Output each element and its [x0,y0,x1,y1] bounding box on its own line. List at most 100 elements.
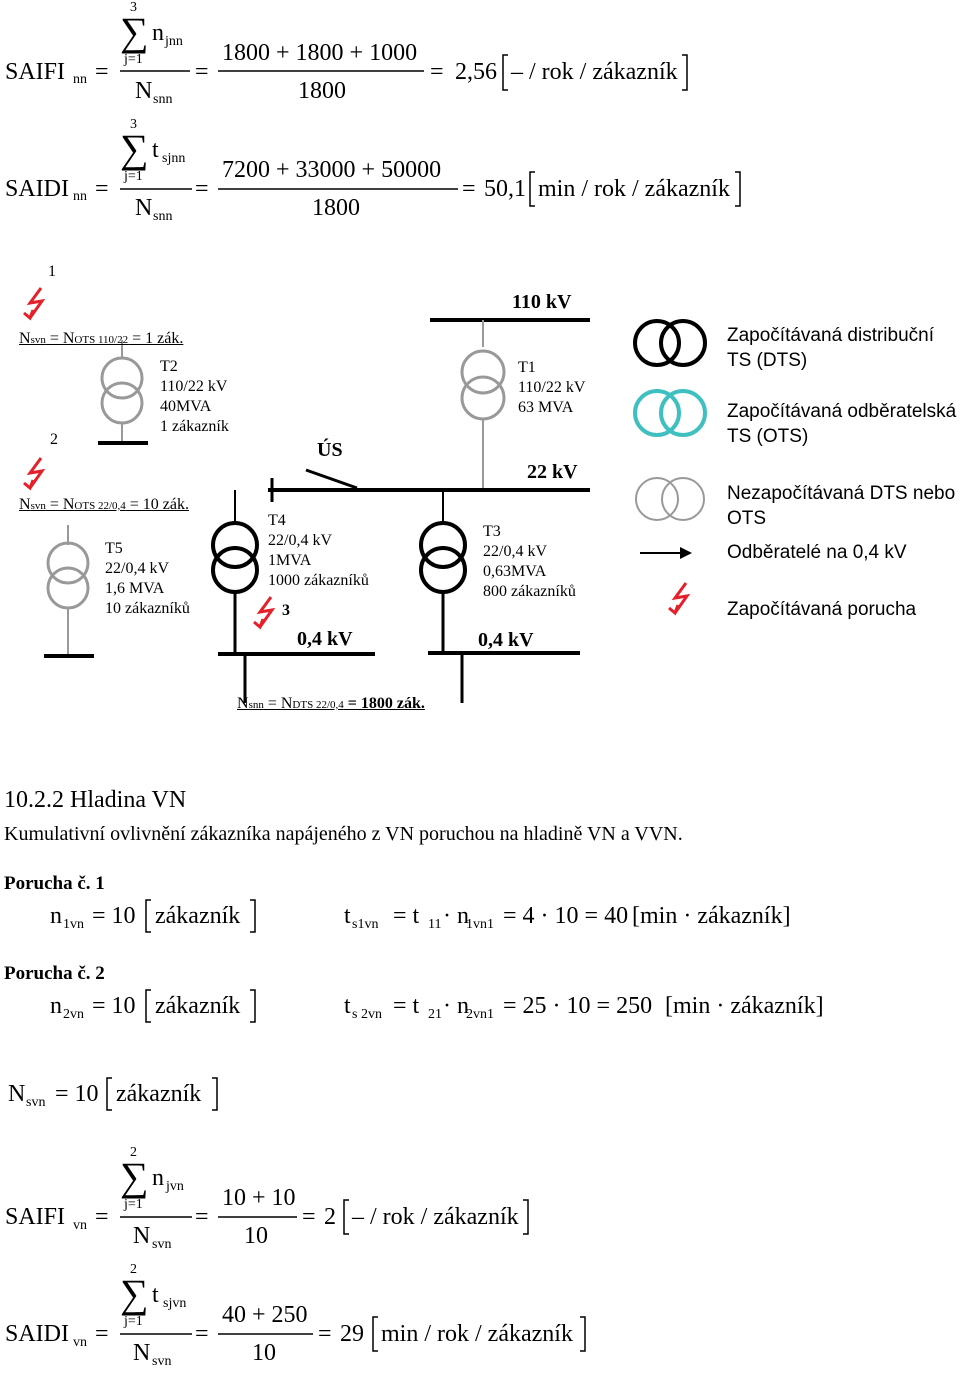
section-heading: 10.2.2 Hladina VN [4,787,187,813]
sum-bot: j=1 [124,52,143,67]
lhs-sub: nn [73,189,87,204]
legend-arrow [640,547,692,559]
num-var: t [152,137,159,163]
legend-dts-line2: TS (DTS) [727,350,808,371]
legend-ots-symbol [633,389,707,437]
nsnn-post: = 1800 zák. [343,695,425,712]
legend-nez-symbol [635,477,705,521]
nsvn2-sub: svn [30,500,46,512]
fault-number-3: 3 [282,602,290,619]
t5-customers: 10 zákazníků [105,600,190,617]
p1-n-val: = 10 [92,903,136,929]
label-t5: T5 22/0,4 kV 1,6 MVA 10 zákazníků [105,539,190,619]
equals: = [462,176,476,202]
legend-nez-line1: Nezapočítávaná DTS nebo [727,483,956,504]
switch-label-us: ÚS [317,439,343,461]
t4-customers: 1000 zákazníků [268,572,369,589]
frac-num: 7200 + 33000 + 50000 [222,157,442,183]
equals: = [195,1204,209,1230]
num-sub: jvn [166,1179,184,1194]
t1-voltage: 110/22 kV [518,379,586,396]
p1-t-calc: = 4 · 10 = 40 [503,903,629,929]
p1-t-sub11: 11 [428,917,442,932]
sigma-icon: ∑ [120,1154,149,1199]
unit: min / rok / zákazník [381,1321,573,1347]
t4-name: T4 [268,512,286,529]
fault-number-2: 2 [50,431,58,448]
legend-nez-line2: OTS [727,508,767,529]
label-t3: T3 22/0,4 kV 0,63MVA 800 zákazníků [483,522,576,602]
p2-t-unit: [min · zákazník] [665,993,824,1019]
p1-t-mid: · n [443,903,469,929]
lhs: SAIFI [5,1204,66,1230]
lhs: SAIDI [5,176,69,202]
legend-ots-line2: TS (OTS) [727,426,809,447]
den-sub: svn [152,1354,172,1369]
lhs-sub: vn [73,1218,87,1233]
den-sub: snn [153,92,173,107]
p2-t-sub2: 2vn1 [466,1007,494,1022]
transformer-t5 [46,541,90,585]
switch-us [305,468,358,490]
sigma-icon: ∑ [120,9,149,54]
sum-bot: j=1 [124,169,143,184]
legend-dts-symbol [633,319,707,367]
num-sub: jnn [165,34,183,49]
equals: = [95,1321,109,1347]
equals: = [318,1321,332,1347]
lhs: SAIFI [5,59,66,85]
p1-n-sub: 1vn [63,917,84,932]
sum-top: 3 [130,117,137,132]
equals: = [95,176,109,202]
num-sub: sjnn [162,151,186,166]
den-var: N [133,1340,151,1366]
frac-num: 40 + 250 [222,1302,308,1328]
lhs: SAIDI [5,1321,69,1347]
equals: = [430,59,444,85]
nsvn2-post: = 10 zák. [125,496,189,513]
label-t2: T2 110/22 kV 40MVA 1 zákazník [160,357,229,437]
p2-t-mid: · n [443,993,469,1019]
bus-label-110kv: 110 kV [512,291,572,313]
nsvn2-eq: = N [45,496,75,513]
sum-top: 2 [130,1262,137,1277]
p2-n-val: = 10 [92,993,136,1019]
bus-label-04kv-right: 0,4 kV [478,629,534,651]
p2-t-sub21: 21 [428,1007,442,1022]
result: 2,56 [455,59,497,85]
num-var: n [152,20,164,46]
t5-voltage: 22/0,4 kV [105,560,169,577]
den-var: N [135,195,153,221]
transformer-t4 [211,521,259,569]
p1-t-sub2: 1vn1 [466,917,494,932]
result: 50,1 [484,176,526,202]
unit: min / rok / zákazník [538,176,730,202]
bracket-left [529,171,535,207]
den-var: N [135,78,153,104]
equals: = [302,1204,316,1230]
t2-name: T2 [160,358,178,375]
frac-den: 10 [252,1340,276,1366]
nsnn-sub: snn [248,699,264,711]
sum-top: 3 [130,0,137,15]
frac-den: 1800 [298,78,346,104]
nsvn2-pre: N [19,496,31,513]
legend-dts-label: Započítávaná distribuční TS (DTS) [727,323,934,373]
fault-number-1: 1 [48,263,56,280]
p1-n-var: n [50,903,62,929]
p1-t-eq: = t [393,903,420,929]
t2-power: 40MVA [160,398,212,415]
transformer-t1 [460,349,506,395]
lhs-sub: vn [73,1335,87,1350]
nsnn-sub2: DTS 22/0,4 [292,699,344,711]
legend-ots-label: Započítávaná odběratelská TS (OTS) [727,399,956,449]
frac-den: 10 [244,1223,268,1249]
den-sub: snn [153,209,173,224]
p2-n-var: n [50,993,62,1019]
p1-t-sub: s1vn [352,917,379,932]
nsvn-unit: zákazník [116,1081,202,1107]
nsnn-pre: N [237,695,249,712]
porucha-2-title: Porucha č. 2 [4,963,105,984]
equals: = [95,1204,109,1230]
nsvn1-sub: svn [30,334,46,346]
